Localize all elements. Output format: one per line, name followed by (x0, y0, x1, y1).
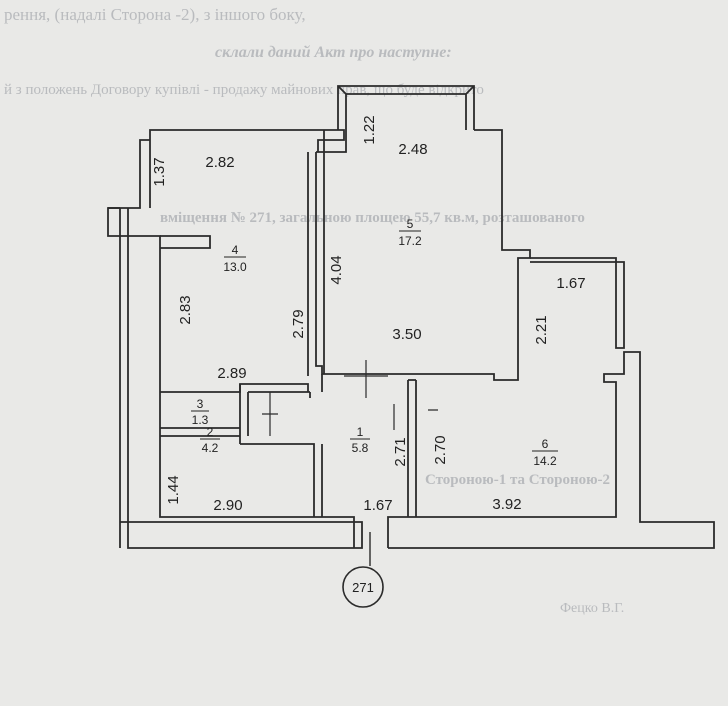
dimension-label: 1.67 (556, 275, 585, 292)
dimension-label: 2.70 (432, 435, 449, 464)
dimension-label: 1.44 (165, 475, 182, 504)
room-labels: 4 13.0 5 17.2 3 1.3 2 4.2 1 5.8 6 14.2 (191, 217, 558, 468)
dimension-label: 2.89 (217, 365, 246, 382)
dimension-label: 1.22 (361, 115, 378, 144)
dimension-label: 2.83 (177, 295, 194, 324)
dimension-label: 2.82 (205, 154, 234, 171)
room-3-number: 3 (197, 397, 204, 411)
apartment-number: 271 (352, 580, 374, 595)
dimension-label: 2.79 (290, 309, 307, 338)
apartment-number-marker: 271 (342, 566, 384, 608)
room-2-area: 4.2 (202, 441, 219, 455)
dimension-label: 2.21 (533, 315, 550, 344)
room-5-area: 17.2 (398, 234, 422, 248)
background-text-line: й з положень Договору купівлі - продажу … (4, 82, 484, 98)
balcony-left (108, 129, 345, 209)
room-4-number: 4 (232, 243, 239, 257)
room-6-area: 14.2 (533, 454, 557, 468)
room-5-number: 5 (407, 217, 414, 231)
room-1-number: 1 (357, 425, 364, 439)
room-5-walls (315, 129, 531, 381)
dimension-label: 4.04 (328, 255, 345, 284)
balcony-right (530, 257, 625, 349)
openings (262, 360, 438, 436)
dimension-label: 2.71 (392, 437, 409, 466)
dimensions: 2.82 1.37 1.22 2.48 2.83 2.79 4.04 3.50 … (151, 115, 586, 514)
dimension-label: 3.92 (492, 496, 521, 513)
background-text-line: склали даний Акт про наступне: (215, 44, 452, 61)
background-text-line: рення, (надалі Сторона -2), з іншого бок… (4, 5, 306, 24)
room-1-area: 5.8 (352, 441, 369, 455)
room-2-number: 2 (207, 425, 214, 439)
outer-wall (107, 207, 715, 549)
room-3-area: 1.3 (192, 413, 209, 427)
signature-text: Фецко В.Г. (560, 601, 624, 616)
room-6-number: 6 (542, 437, 549, 451)
dimension-label: 3.50 (392, 326, 421, 343)
dimension-label: 1.37 (151, 157, 168, 186)
walls (107, 85, 715, 566)
dimension-label: 2.48 (398, 141, 427, 158)
corridor-walls (160, 374, 417, 517)
apartment-number-circle (342, 566, 384, 608)
background-text: рення, (надалі Сторона -2), з іншого бок… (4, 5, 624, 616)
dimension-label: 1.67 (363, 497, 392, 514)
dimension-label: 2.90 (213, 497, 242, 514)
balcony-top (337, 85, 475, 130)
background-text-line: Стороною-1 та Стороною-2 (425, 472, 610, 488)
room-4-area: 13.0 (223, 260, 247, 274)
background-text-line: вміщення № 271, загальною площею 55,7 кв… (160, 210, 585, 226)
